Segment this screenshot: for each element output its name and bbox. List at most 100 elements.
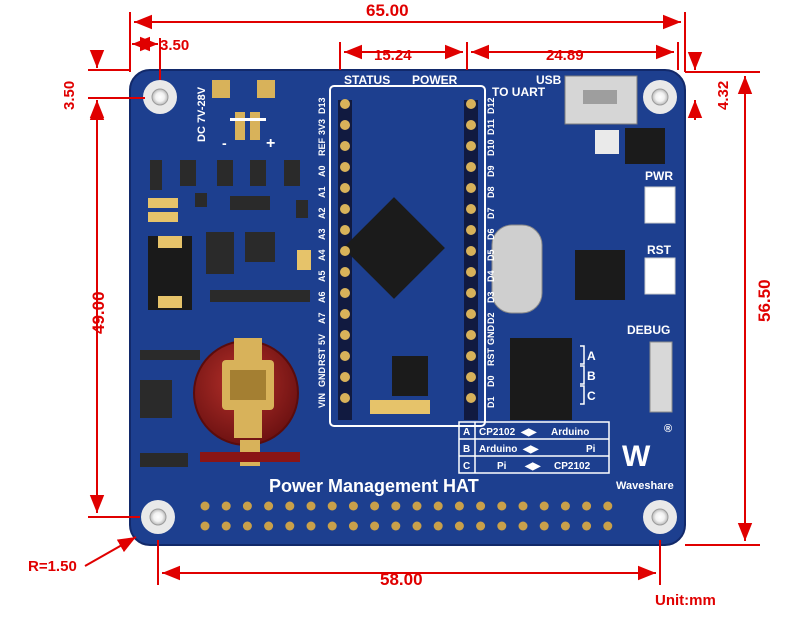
nano-pin-holes — [340, 99, 476, 403]
mounting-hole-top-right — [643, 80, 677, 114]
board-title: Power Management HAT — [269, 476, 479, 496]
gpio-pin — [370, 501, 380, 511]
gpio-pin — [348, 501, 358, 511]
dim-hole-offset-y: 3.50 — [61, 81, 78, 110]
gpio-pin — [200, 501, 210, 511]
gpio-pin — [497, 501, 507, 511]
nano-pin-right — [466, 204, 476, 214]
switch-label-b: B — [587, 369, 596, 383]
gpio-pin — [306, 521, 316, 531]
gpio-pin — [433, 501, 443, 511]
nano-pin-left — [340, 225, 350, 235]
mode-c-arrow: ◀▶ — [524, 461, 542, 472]
nano-pin-right — [466, 120, 476, 130]
left-pin-label: 5V — [317, 334, 327, 345]
dim-corner-radius: R=1.50 — [28, 558, 77, 575]
switch-label-a: A — [587, 349, 596, 363]
nano-pin-left — [340, 288, 350, 298]
switch-labels: A B C — [580, 345, 596, 405]
nano-pin-left — [340, 246, 350, 256]
nano-pin-right — [466, 99, 476, 109]
dim-vertical-56: 56.50 — [755, 279, 774, 322]
mode-c-key: C — [463, 461, 470, 472]
right-pin-label: D3 — [486, 291, 496, 303]
gpio-pin — [582, 521, 592, 531]
nano-pin-right — [466, 309, 476, 319]
gpio-pin — [412, 501, 422, 511]
left-pin-label: REF — [317, 137, 327, 156]
left-pin-label: A4 — [317, 249, 327, 261]
nano-pin-left — [340, 372, 350, 382]
nano-pin-right — [466, 393, 476, 403]
mode-b-left: Arduino — [479, 444, 517, 455]
mode-a-right: Arduino — [551, 427, 589, 438]
right-pin-label: D9 — [486, 165, 496, 177]
gpio-header — [200, 501, 613, 531]
logo-letters: W — [622, 440, 651, 473]
left-pin-label: A1 — [317, 186, 327, 198]
mode-a-arrow: ◀▶ — [520, 427, 538, 438]
nano-pin-left — [340, 183, 350, 193]
mode-c-right: CP2102 — [554, 461, 591, 472]
gpio-pin — [285, 521, 295, 531]
dc-minus-label: - — [222, 135, 227, 151]
dim-hole-offset-x: 3.50 — [160, 37, 189, 54]
nano-pin-right — [466, 162, 476, 172]
dimension-labels: 65.00 3.50 15.24 24.89 3.50 49.00 4.32 5… — [28, 1, 774, 609]
mode-c-left: Pi — [497, 461, 507, 472]
mounting-hole-top-left — [143, 80, 177, 114]
dim-span-24: 24.89 — [546, 47, 584, 64]
mode-b-arrow: ◀▶ — [522, 444, 540, 455]
right-pin-label: D11 — [486, 119, 496, 135]
left-pin-label: A5 — [317, 270, 327, 282]
usb-label: USB — [536, 73, 562, 87]
right-pin-label: D2 — [486, 312, 496, 324]
right-pin-label: D8 — [486, 186, 496, 198]
nano-pin-right — [466, 372, 476, 382]
left-pin-label: A6 — [317, 291, 327, 303]
nano-pin-left — [340, 99, 350, 109]
left-pin-label: A2 — [317, 207, 327, 219]
gpio-pin — [454, 501, 464, 511]
power-label: POWER — [412, 73, 458, 87]
nano-pin-right — [466, 330, 476, 340]
mounting-hole-bottom-right — [643, 500, 677, 534]
nano-pin-left — [340, 162, 350, 172]
right-pin-label: D12 — [486, 97, 496, 114]
gpio-pin — [370, 521, 380, 531]
dim-span-15: 15.24 — [374, 47, 412, 64]
mode-a-left: CP2102 — [479, 427, 516, 438]
status-label: STATUS — [344, 73, 390, 87]
smd-components-left — [140, 160, 311, 467]
dim-vertical-49: 49.00 — [89, 291, 108, 334]
gpio-pin — [285, 501, 295, 511]
nano-pin-left — [340, 330, 350, 340]
nano-pin-left — [340, 141, 350, 151]
gpio-pin — [518, 521, 528, 531]
left-pin-label: A3 — [317, 228, 327, 240]
gpio-pin — [497, 521, 507, 531]
nano-pin-right — [466, 288, 476, 298]
gpio-pin — [603, 501, 613, 511]
gpio-pin — [560, 521, 570, 531]
gpio-pin — [221, 501, 231, 511]
nano-pin-right — [466, 141, 476, 151]
brand-label: Waveshare — [616, 480, 674, 492]
mode-table: A CP2102 ◀▶ Arduino B Arduino ◀▶ Pi C Pi… — [458, 421, 610, 474]
debug-label: DEBUG — [627, 323, 670, 337]
gpio-pin — [348, 521, 358, 531]
mounting-hole-bottom-left — [141, 500, 175, 534]
switch-label-c: C — [587, 389, 596, 403]
usb-uart-label: TO UART — [492, 85, 546, 99]
dc-input-terminals — [212, 80, 275, 140]
battery-holder — [193, 338, 300, 466]
left-pin-label: GND — [317, 367, 327, 388]
gpio-pin — [433, 521, 443, 531]
gpio-pin — [391, 501, 401, 511]
gpio-pin — [476, 501, 486, 511]
nano-pin-right — [466, 267, 476, 277]
gpio-pin — [412, 521, 422, 531]
dim-overall-width: 65.00 — [366, 1, 409, 20]
nano-pin-left — [340, 204, 350, 214]
gpio-pin — [539, 521, 549, 531]
